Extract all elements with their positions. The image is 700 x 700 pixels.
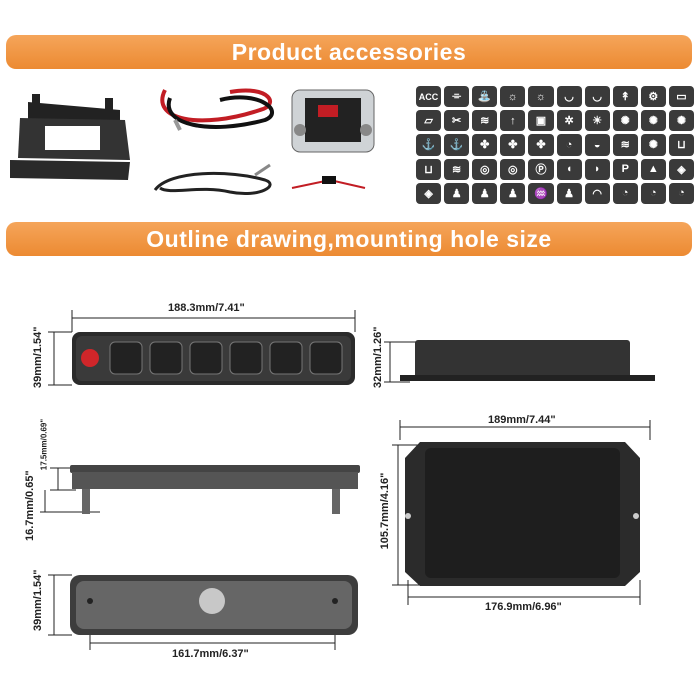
sticker-rock-light-icon: ◔ xyxy=(612,182,638,204)
red-power-button xyxy=(81,349,99,367)
fuse-wire-image xyxy=(291,176,366,189)
sticker-lock-icon: ♒ xyxy=(528,182,554,204)
sticker-palm-icon: ✲ xyxy=(556,110,582,132)
sticker-spot-icon: ≋ xyxy=(444,158,470,180)
outline-drawings xyxy=(40,310,655,650)
sticker-water-icon: ⛲ xyxy=(472,86,498,108)
sticker-anchor-down-icon: ⚓ xyxy=(444,134,470,156)
sticker-wiper-icon: ◡ xyxy=(584,86,610,108)
circuit-breaker-image xyxy=(291,89,375,153)
sticker-fan-icon: ✤ xyxy=(528,134,554,156)
sticker-door-icon: ▭ xyxy=(668,86,694,108)
back-hole-spacing-label: 176.9mm/6.96" xyxy=(485,601,562,613)
sticker-wiper-icon: ◡ xyxy=(556,86,582,108)
back-view-plate xyxy=(405,442,640,586)
sticker-antenna-icon: ↟ xyxy=(612,86,638,108)
sticker-parking-icon: Ⓟ xyxy=(528,158,554,180)
sticker-light-icon: ☼ xyxy=(500,86,526,108)
sticker-gear-light-icon: ✺ xyxy=(640,134,666,156)
bottom-height-label: 39mm/1.54" xyxy=(32,569,44,631)
side-view-housing xyxy=(400,340,655,381)
sticker-cargo-lights-icon: ✺ xyxy=(612,110,638,132)
sticker-seat-icon: ♟ xyxy=(472,182,498,204)
mounting-bracket-image xyxy=(10,94,130,180)
sticker-warning-icon: ▲ xyxy=(640,158,666,180)
sticker-anchor-up-icon: ⚓ xyxy=(416,134,442,156)
sticker-lights-icon: ✺ xyxy=(640,110,666,132)
sticker-gear-icon: ⚙ xyxy=(640,86,666,108)
wiring-harness-image xyxy=(153,163,272,195)
sticker-headlight-icon: ◖ xyxy=(556,158,582,180)
sticker-defrost-front-icon: ◠ xyxy=(584,182,610,204)
sticker-gauge-icon: ◔ xyxy=(556,134,582,156)
power-cable-image xyxy=(160,88,274,131)
sticker-cargo-lights-icon: ✺ xyxy=(668,110,694,132)
sticker-horn-icon: ⌯ xyxy=(444,86,470,108)
front-width-label: 188.3mm/7.41" xyxy=(168,302,245,314)
sticker-heat-icon: ≋ xyxy=(612,134,638,156)
accessories-images xyxy=(10,88,375,195)
banner-product-accessories: Product accessories xyxy=(6,35,692,69)
sticker-foglight-icon: ◗ xyxy=(584,158,610,180)
sticker-seat-icon: ♟ xyxy=(500,182,526,204)
sticker-rock-light-icon: ◔ xyxy=(668,182,694,204)
sticker-fan-icon: ✤ xyxy=(472,134,498,156)
front-height-label: 39mm/1.54" xyxy=(32,326,44,388)
sticker-winch-icon: ✂ xyxy=(444,110,470,132)
front-view-panel xyxy=(72,332,355,385)
bottom-view-plate xyxy=(70,575,358,635)
sticker-acc: ACC xyxy=(416,86,442,108)
switch-sticker-sheet: ACC ⌯⛲☼☼◡◡↟⚙▭▱✂≋↑▣✲☀✺✺✺⚓⚓✤✤✤◔◒≋✺⊔⊔≋◎◎Ⓟ◖◗… xyxy=(416,86,694,204)
bottom-hole-spacing-label: 161.7mm/6.37" xyxy=(172,648,249,660)
sticker-pump-icon: ◎ xyxy=(472,158,498,180)
side-view-with-screws xyxy=(70,465,360,514)
back-height-label: 105.7mm/4.16" xyxy=(379,472,391,550)
sticker-heat-seat-icon: ♟ xyxy=(556,182,582,204)
body-height-label: 17.5mm/0.69" xyxy=(39,418,49,471)
sticker-sun-icon: ☀ xyxy=(584,110,610,132)
sticker-tailgate-icon: ▱ xyxy=(416,110,442,132)
sticker-defrost-icon: ◈ xyxy=(668,158,694,180)
screw-length-label: 16.7mm/0.65" xyxy=(24,470,36,541)
banner-outline-drawing: Outline drawing,mounting hole size xyxy=(6,222,692,256)
sticker-light-icon: ☼ xyxy=(528,86,554,108)
sticker-rock-light-icon: ◔ xyxy=(640,182,666,204)
sticker-pump-icon: ◎ xyxy=(500,158,526,180)
sticker-seat-icon: ♟ xyxy=(444,182,470,204)
side-height-label: 32mm/1.26" xyxy=(372,326,384,388)
sticker-park-light-icon: P xyxy=(612,158,638,180)
sticker-tank-icon: ⊔ xyxy=(416,158,442,180)
sticker-horn-alt-icon: ◒ xyxy=(584,134,610,156)
sticker-up-icon: ↑ xyxy=(500,110,526,132)
sticker-tank-up-icon: ⊔ xyxy=(668,134,694,156)
back-width-label: 189mm/7.44" xyxy=(488,414,556,426)
sticker-defrost-icon: ◈ xyxy=(416,182,442,204)
sticker-camera-icon: ▣ xyxy=(528,110,554,132)
sticker-fan-off-icon: ✤ xyxy=(500,134,526,156)
sticker-beam-icon: ≋ xyxy=(472,110,498,132)
